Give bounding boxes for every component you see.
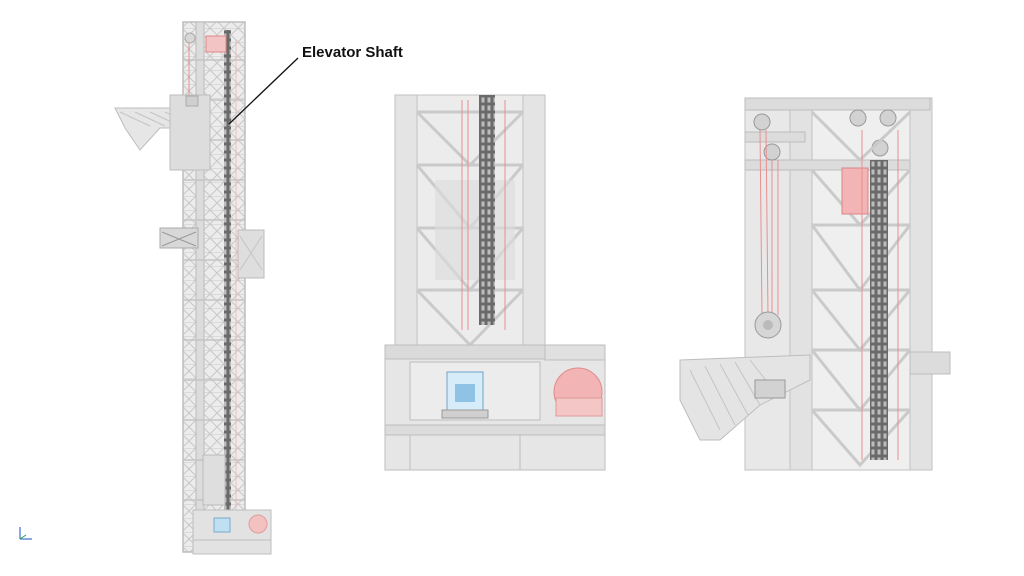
elevator-shaft-detail-2	[870, 160, 888, 460]
tower-base	[192, 509, 272, 555]
elevator-shaft	[224, 30, 231, 520]
callout-leader	[228, 57, 299, 125]
full-tower-view	[114, 21, 272, 555]
elevator-shaft-detail	[479, 95, 495, 325]
upper-arm	[114, 94, 211, 171]
axis-triad-icon	[19, 527, 32, 540]
base-detail-view	[384, 94, 606, 471]
elevator-shaft-label: Elevator Shaft	[302, 44, 403, 61]
mid-detail-view	[679, 97, 951, 471]
mid-arm	[159, 227, 265, 279]
